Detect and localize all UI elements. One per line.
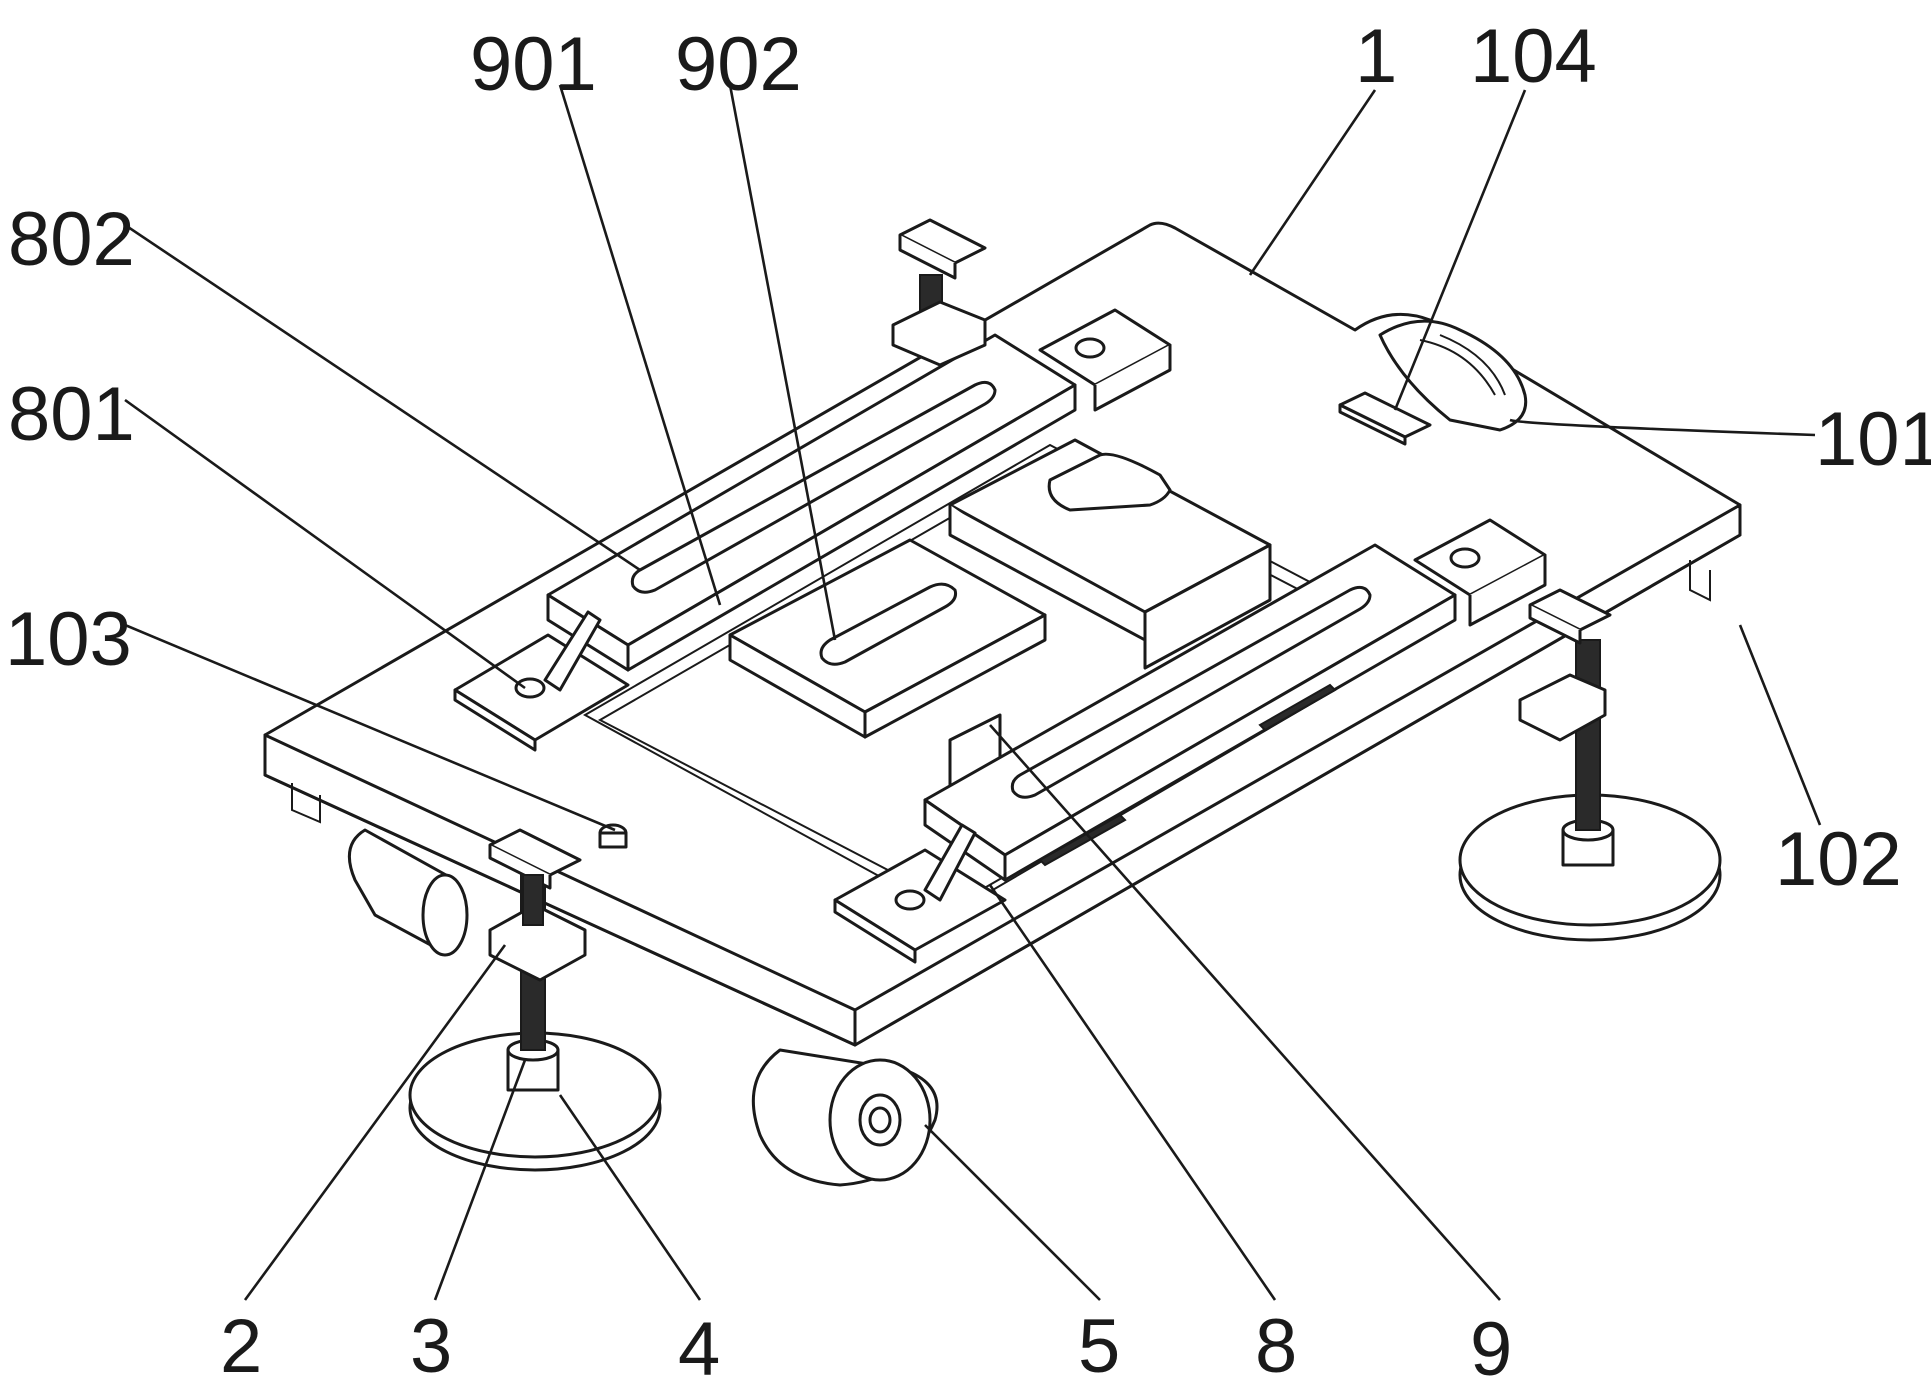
label-104: 104	[1470, 14, 1597, 99]
label-802: 802	[8, 197, 135, 282]
caster-front	[753, 1050, 937, 1185]
label-902: 902	[675, 22, 802, 107]
screw-back-left	[893, 220, 985, 365]
label-3: 3	[410, 1304, 452, 1385]
label-901: 901	[470, 22, 597, 107]
label-4: 4	[678, 1307, 720, 1385]
label-801: 801	[8, 372, 135, 457]
label-9: 9	[1470, 1307, 1512, 1385]
label-103: 103	[5, 597, 132, 682]
label-102: 102	[1775, 817, 1902, 902]
label-101: 101	[1815, 397, 1931, 482]
label-8: 8	[1255, 1304, 1297, 1385]
label-5: 5	[1078, 1304, 1120, 1385]
label-1: 1	[1355, 14, 1397, 99]
label-2: 2	[220, 1304, 262, 1385]
